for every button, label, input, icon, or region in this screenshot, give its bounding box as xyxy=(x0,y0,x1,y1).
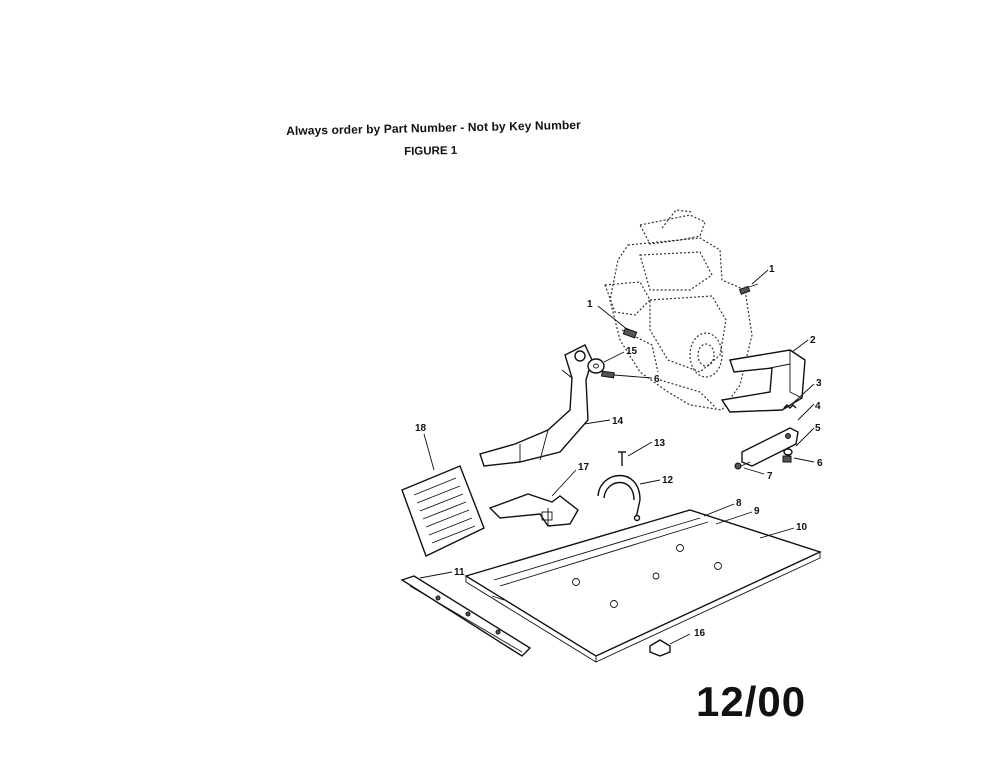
part-1-bolt-upper xyxy=(738,283,759,295)
engine-outline xyxy=(604,209,753,411)
part-18-instruction-booklet xyxy=(401,465,485,557)
callout-3: 3 xyxy=(816,378,822,389)
callout-4: 4 xyxy=(815,401,821,412)
callout-8: 8 xyxy=(736,498,742,509)
leader-lines xyxy=(419,269,815,645)
part-3-spring xyxy=(783,404,797,409)
callout-7: 7 xyxy=(767,471,773,482)
callout-labels: 1 1 2 3 4 5 6 7 15 6 14 13 12 17 18 8 9 … xyxy=(415,264,823,639)
callout-1a: 1 xyxy=(769,264,775,275)
callout-9: 9 xyxy=(754,506,760,517)
date-code: 12/00 xyxy=(696,678,807,725)
part-14-arm xyxy=(479,344,593,467)
callout-17: 17 xyxy=(578,462,590,473)
callout-10: 10 xyxy=(796,522,808,533)
part-8-strip xyxy=(493,517,709,587)
callout-16: 16 xyxy=(694,628,706,639)
callout-2: 2 xyxy=(810,335,816,346)
part-11-rail xyxy=(400,575,532,657)
part-16-nut xyxy=(649,639,671,657)
callout-6a: 6 xyxy=(654,374,660,385)
part-10-base-plate xyxy=(464,509,822,663)
part-15-washer xyxy=(587,358,605,374)
callout-13: 13 xyxy=(654,438,666,449)
callout-14: 14 xyxy=(612,416,624,427)
callout-11: 11 xyxy=(454,567,465,578)
part-6-nut-right xyxy=(782,455,792,463)
callout-6b: 6 xyxy=(817,458,823,469)
callout-5: 5 xyxy=(815,423,821,434)
callout-12: 12 xyxy=(662,475,674,486)
part-12-clamp xyxy=(597,474,641,522)
part-17-bracket xyxy=(488,493,579,527)
part-5-washer xyxy=(783,448,793,456)
part-6-bolt-left xyxy=(601,370,615,379)
callout-1b: 1 xyxy=(587,299,593,310)
callout-15: 15 xyxy=(626,346,638,357)
part-2-mounting-bracket xyxy=(720,349,806,413)
callout-18: 18 xyxy=(415,423,427,434)
part-4-latch-handle xyxy=(741,427,799,467)
part-13-screw xyxy=(618,451,626,466)
part-9-strip xyxy=(491,595,505,601)
part-7-bolt xyxy=(734,461,751,470)
part-1-bolt-lower xyxy=(622,327,638,339)
